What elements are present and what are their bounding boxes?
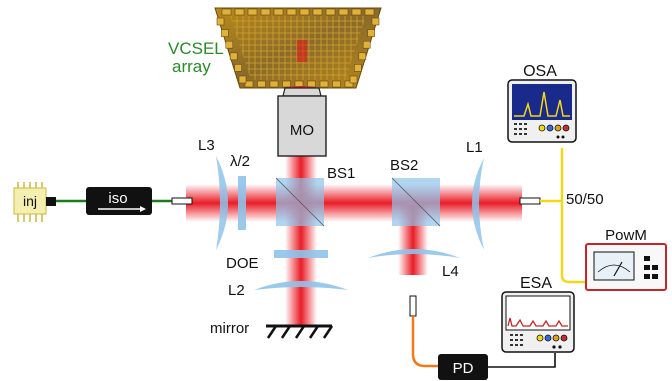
electrical-spectrum-analyzer [501, 291, 575, 353]
bond-pad [325, 8, 336, 16]
lens-l3 [216, 156, 228, 250]
diffractive-optical-element [274, 250, 328, 258]
bond-pad [319, 80, 329, 88]
bond-pad [273, 8, 284, 16]
lens-l2 [254, 281, 348, 290]
bond-pad [247, 8, 258, 16]
l1-label: L1 [466, 139, 483, 156]
inj-output-block [46, 197, 56, 206]
osa-label: OSA [523, 63, 557, 80]
doe-label: DOE [226, 255, 259, 272]
l2-label: L2 [228, 282, 245, 299]
bond-pad [229, 52, 238, 61]
half-wave-label: λ/2 [230, 153, 250, 170]
microscope-objective [277, 87, 327, 157]
bond-pad [351, 8, 362, 16]
optical-spectrum-analyzer [507, 79, 577, 143]
bs2-label: BS2 [390, 157, 418, 174]
bond-pad [312, 8, 323, 16]
vcsel-label-line2: array [172, 57, 211, 76]
l3-label: L3 [198, 137, 215, 154]
beam-splitter-bs1 [275, 177, 325, 227]
bond-pad [362, 40, 371, 49]
bond-pad [371, 17, 380, 26]
rf-spectrum-icon [507, 317, 568, 327]
hatched-mirror-icon [266, 324, 334, 339]
l4-label: L4 [442, 263, 459, 280]
bond-pad [260, 8, 271, 16]
lens-l4 [368, 249, 460, 258]
bond-pad [225, 40, 234, 49]
esa-label: ESA [520, 275, 552, 292]
bond-pad [269, 80, 279, 88]
mo-label: MO [290, 122, 314, 139]
pd-fiber-collimator [409, 295, 417, 317]
power-meter [585, 243, 667, 291]
beam-horizontal [186, 184, 522, 222]
beam-splitter-bs2 [391, 177, 441, 227]
bond-pad [358, 52, 367, 61]
bond-pad [354, 64, 362, 72]
bond-pad [234, 64, 242, 72]
fiber-to-pd [411, 316, 438, 368]
bond-pad [216, 17, 225, 26]
fiber-collimator-left [171, 197, 193, 205]
chip-bond-pads [216, 8, 380, 88]
powm-label: PowM [605, 227, 647, 244]
injection-laser-chip [13, 182, 47, 222]
lens-l1 [472, 158, 484, 250]
bond-pad [221, 8, 232, 16]
bond-pad [221, 29, 229, 37]
fiber-collimator-right [519, 197, 541, 205]
iso-label: iso [108, 190, 127, 207]
bond-pad [238, 75, 247, 84]
bond-pad [332, 80, 341, 88]
esa-buttons [510, 334, 568, 349]
arrow-icon [98, 206, 146, 212]
bond-pad [338, 8, 349, 16]
pd-label: PD [453, 360, 474, 377]
powm-buttons [644, 256, 658, 279]
vcsel-label-line1: VCSEL [168, 39, 224, 58]
bond-pad [364, 8, 375, 16]
photodiode [438, 354, 488, 380]
vcsel-array-chip [214, 7, 382, 89]
osa-buttons [514, 123, 570, 139]
bond-pad [344, 80, 354, 88]
bond-pad [244, 80, 254, 88]
bond-pad [257, 80, 266, 88]
mirror-label: mirror [210, 320, 249, 337]
bond-pad [349, 75, 358, 84]
inj-label: inj [23, 193, 37, 209]
split-ratio-label: 50/50 [566, 191, 604, 208]
half-wave-plate [238, 176, 246, 230]
bond-pad [234, 8, 245, 16]
bond-pad [299, 8, 310, 16]
bond-pad [286, 8, 297, 16]
spectrum-icon [514, 91, 570, 117]
bs1-label: BS1 [327, 165, 355, 182]
fiber-splitter-yellow [540, 148, 586, 284]
analog-meter-icon [593, 251, 635, 281]
optical-isolator [86, 187, 152, 215]
cable-pd-to-esa [488, 353, 556, 368]
bond-pad [367, 29, 375, 37]
